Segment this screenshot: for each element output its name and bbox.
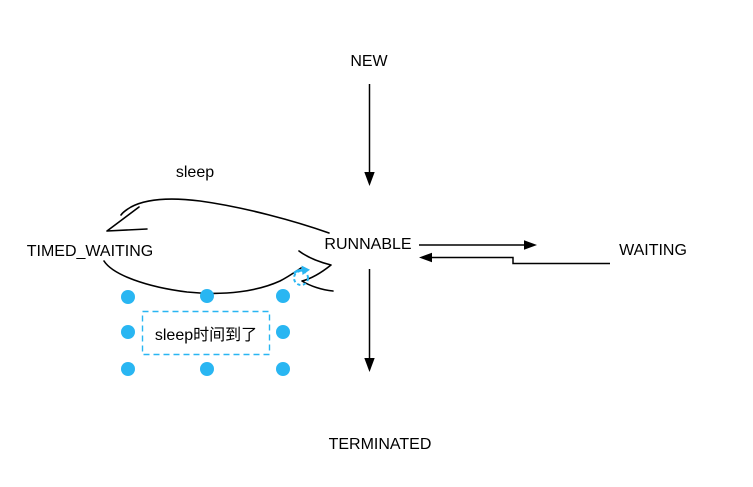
freehand-sleep-arrow[interactable] [106, 198, 330, 234]
arrowhead-down-icon [364, 172, 375, 186]
resize-handle-sw[interactable] [121, 362, 135, 376]
sketch-arrowhead-icon [106, 206, 148, 232]
resize-handle-s[interactable] [200, 362, 214, 376]
state-new[interactable]: NEW [350, 53, 388, 70]
selection-handles [121, 289, 290, 376]
state-waiting[interactable]: WAITING [619, 242, 687, 259]
arrowhead-right-icon [524, 240, 537, 250]
resize-handle-w[interactable] [121, 325, 135, 339]
selected-note-sleep-time-up[interactable]: sleep时间到了 [154, 327, 258, 344]
arrowhead-left-icon [419, 252, 432, 263]
state-runnable[interactable]: RUNNABLE [324, 236, 412, 253]
edge-runnable-to-terminated[interactable] [364, 269, 375, 372]
resize-handle-e[interactable] [276, 325, 290, 339]
arrowhead-down-icon [364, 358, 375, 372]
sketch-hook [298, 250, 334, 292]
resize-handle-ne[interactable] [276, 289, 290, 303]
resize-handle-se[interactable] [276, 362, 290, 376]
freehand-return-curve[interactable] [103, 250, 334, 295]
resize-handle-n[interactable] [200, 289, 214, 303]
edge-runnable-to-waiting[interactable] [419, 240, 537, 250]
state-timed-waiting[interactable]: TIMED_WAITING [26, 243, 154, 260]
edge-waiting-to-runnable[interactable] [419, 252, 610, 265]
edge-label-sleep[interactable]: sleep [175, 164, 215, 181]
selection-outline [141, 310, 271, 356]
edge-new-to-runnable[interactable] [364, 84, 375, 186]
state-terminated[interactable]: TERMINATED [328, 436, 432, 453]
rotate-icon[interactable] [293, 265, 310, 286]
resize-handle-nw[interactable] [121, 290, 135, 304]
